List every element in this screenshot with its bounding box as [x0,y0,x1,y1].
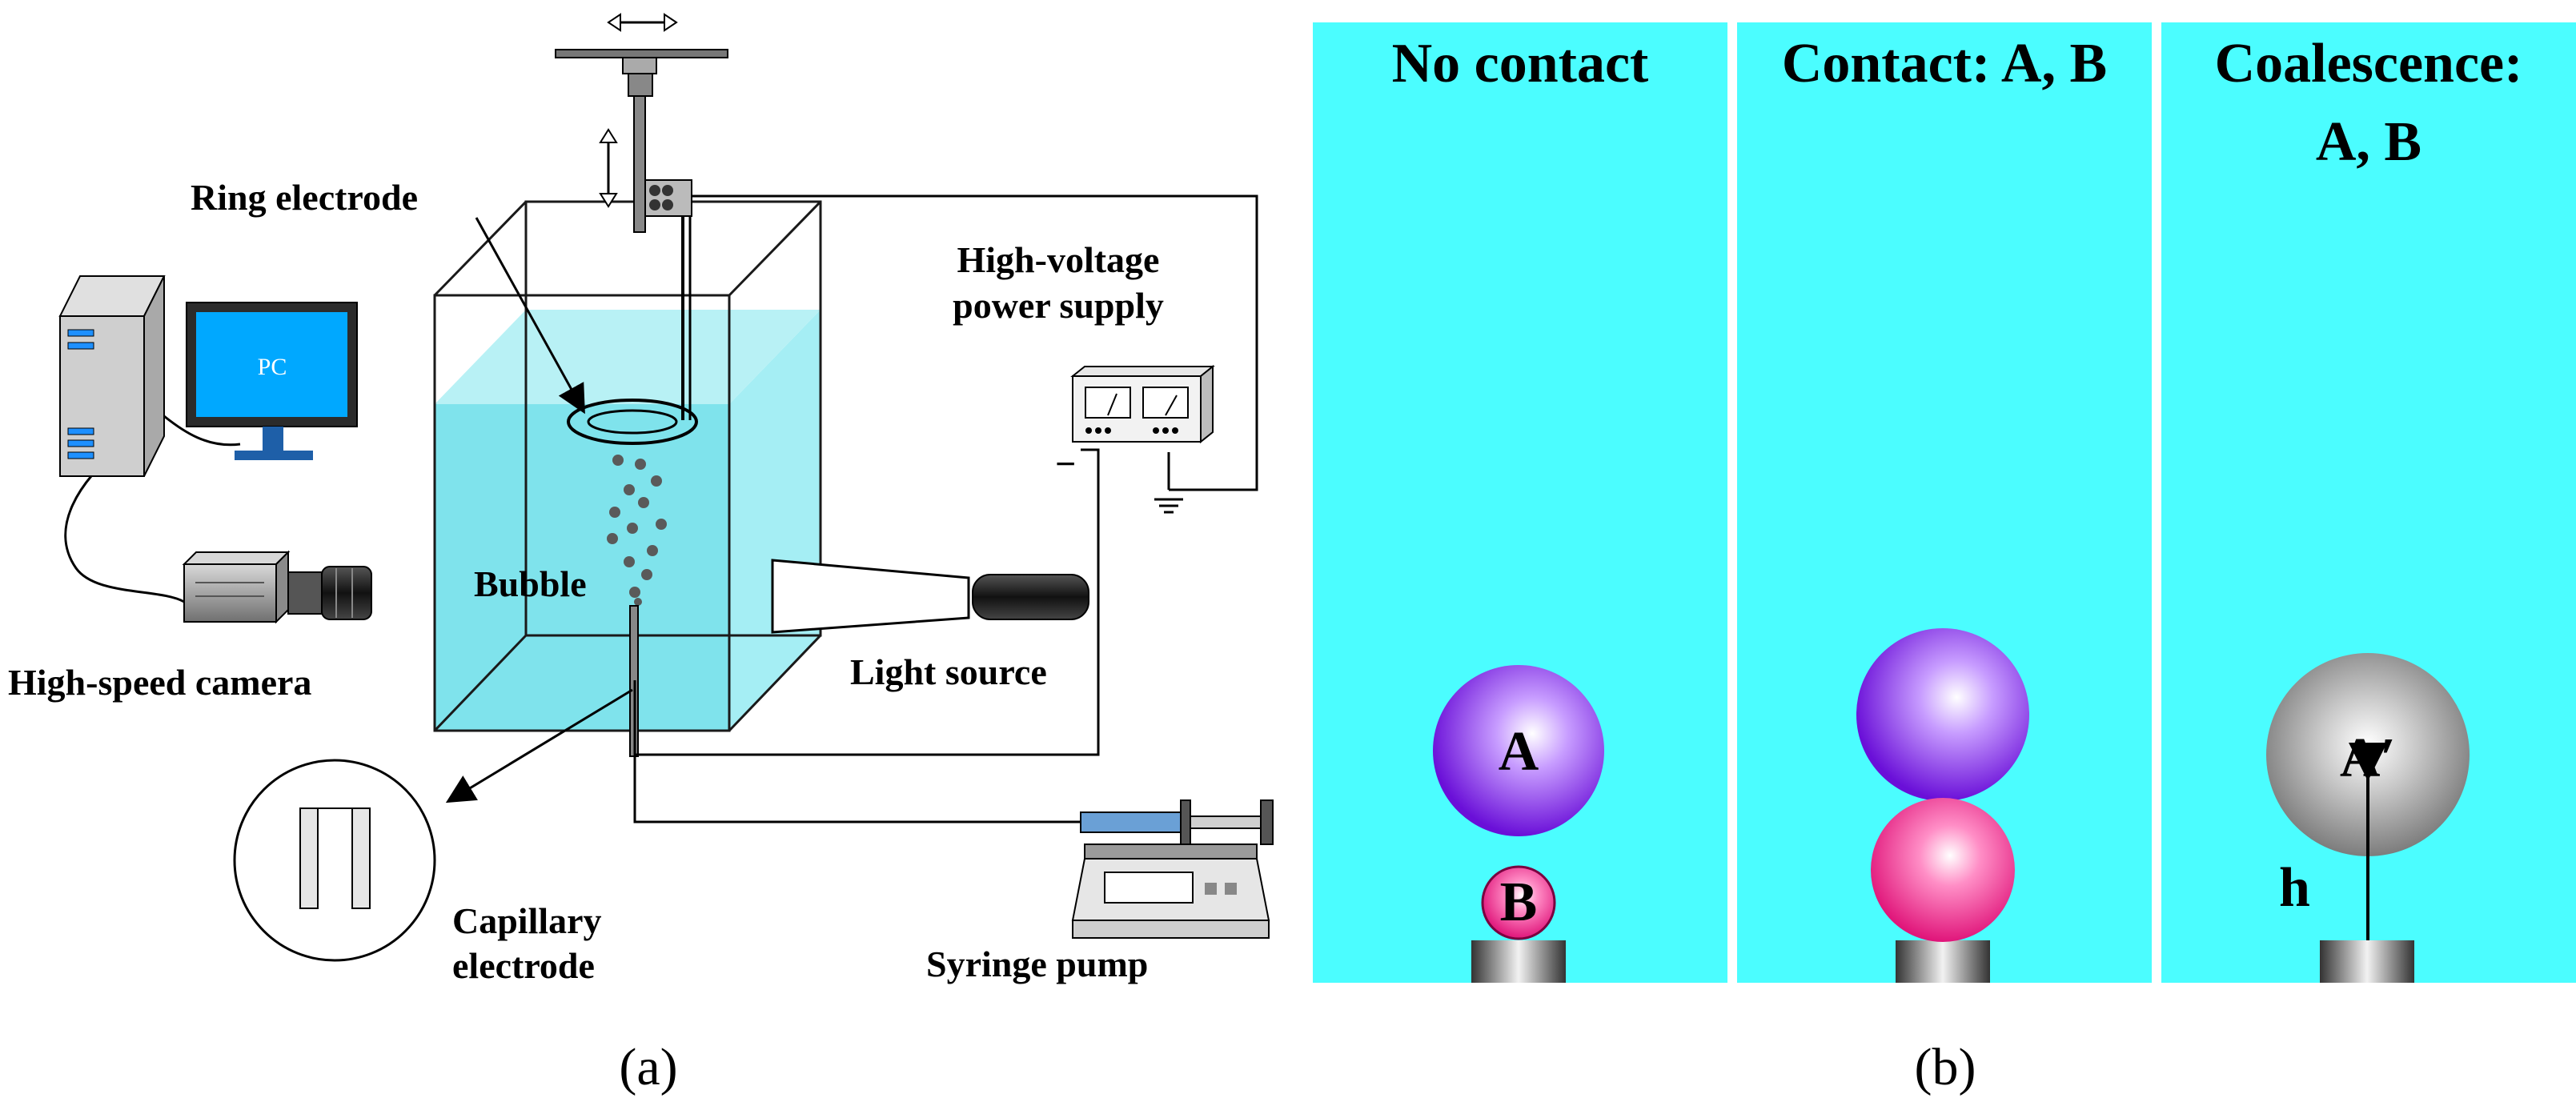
caption-a: (a) [619,1038,677,1096]
panel-b1-nozzle [1471,940,1566,983]
hv-label-line1: High-voltage [957,239,1160,280]
capillary-label-line1: Capillary [452,900,602,941]
bubbles [607,455,667,606]
panel-b1-title: No contact [1392,33,1649,94]
capillary-magnifier [233,688,633,962]
monitor-text: PC [258,354,287,380]
panel-b1-background [1313,22,1727,983]
syringe-pump-label: Syringe pump [926,944,1148,984]
camera-label: High-speed camera [8,662,311,703]
light-source-icon [771,559,1089,634]
power-supply-icon [1070,364,1215,444]
ring-electrode [567,188,698,445]
panel-b: No contact Contact: A, B Coalescence: A,… [1313,22,2576,1096]
ground-icon [1154,498,1183,514]
capillary-label-line2: electrode [452,945,595,986]
bubble-b-label: B [1500,872,1538,933]
camera-icon [182,550,372,624]
bubble-b-contact [1871,798,2015,942]
light-source-label: Light source [850,651,1047,692]
bubble-a-label: A [1499,721,1539,783]
bubble-b [1481,865,1556,940]
water-tank [433,200,822,732]
panel-b2-nozzle [1896,940,1990,983]
panel-b3-title-line1: Coalescence: [2215,33,2523,94]
panel-b3-title-line2: A, B [2316,111,2422,173]
wiring [64,194,1258,823]
computer-tower-icon [58,275,166,477]
hv-label-line2: power supply [953,285,1164,326]
positioning-stage [555,13,728,233]
double-arrow-icon [599,128,618,208]
panel-b2-title: Contact: A, B [1782,33,2107,94]
height-label: h [2279,857,2310,919]
monitor-icon: PC [186,302,358,460]
bubble-a [1433,665,1604,836]
double-arrow-icon [607,13,678,32]
minus-label: − [1055,443,1076,484]
bubble-label: Bubble [474,563,587,604]
ring-electrode-arrow [475,217,585,415]
panel-b3-nozzle [2320,940,2414,983]
panel-a: PC [8,13,1274,1096]
syringe-pump-icon [1071,799,1274,939]
caption-b: (b) [1915,1038,1976,1096]
bubble-a-contact [1856,628,2029,801]
ring-electrode-label: Ring electrode [191,177,418,218]
